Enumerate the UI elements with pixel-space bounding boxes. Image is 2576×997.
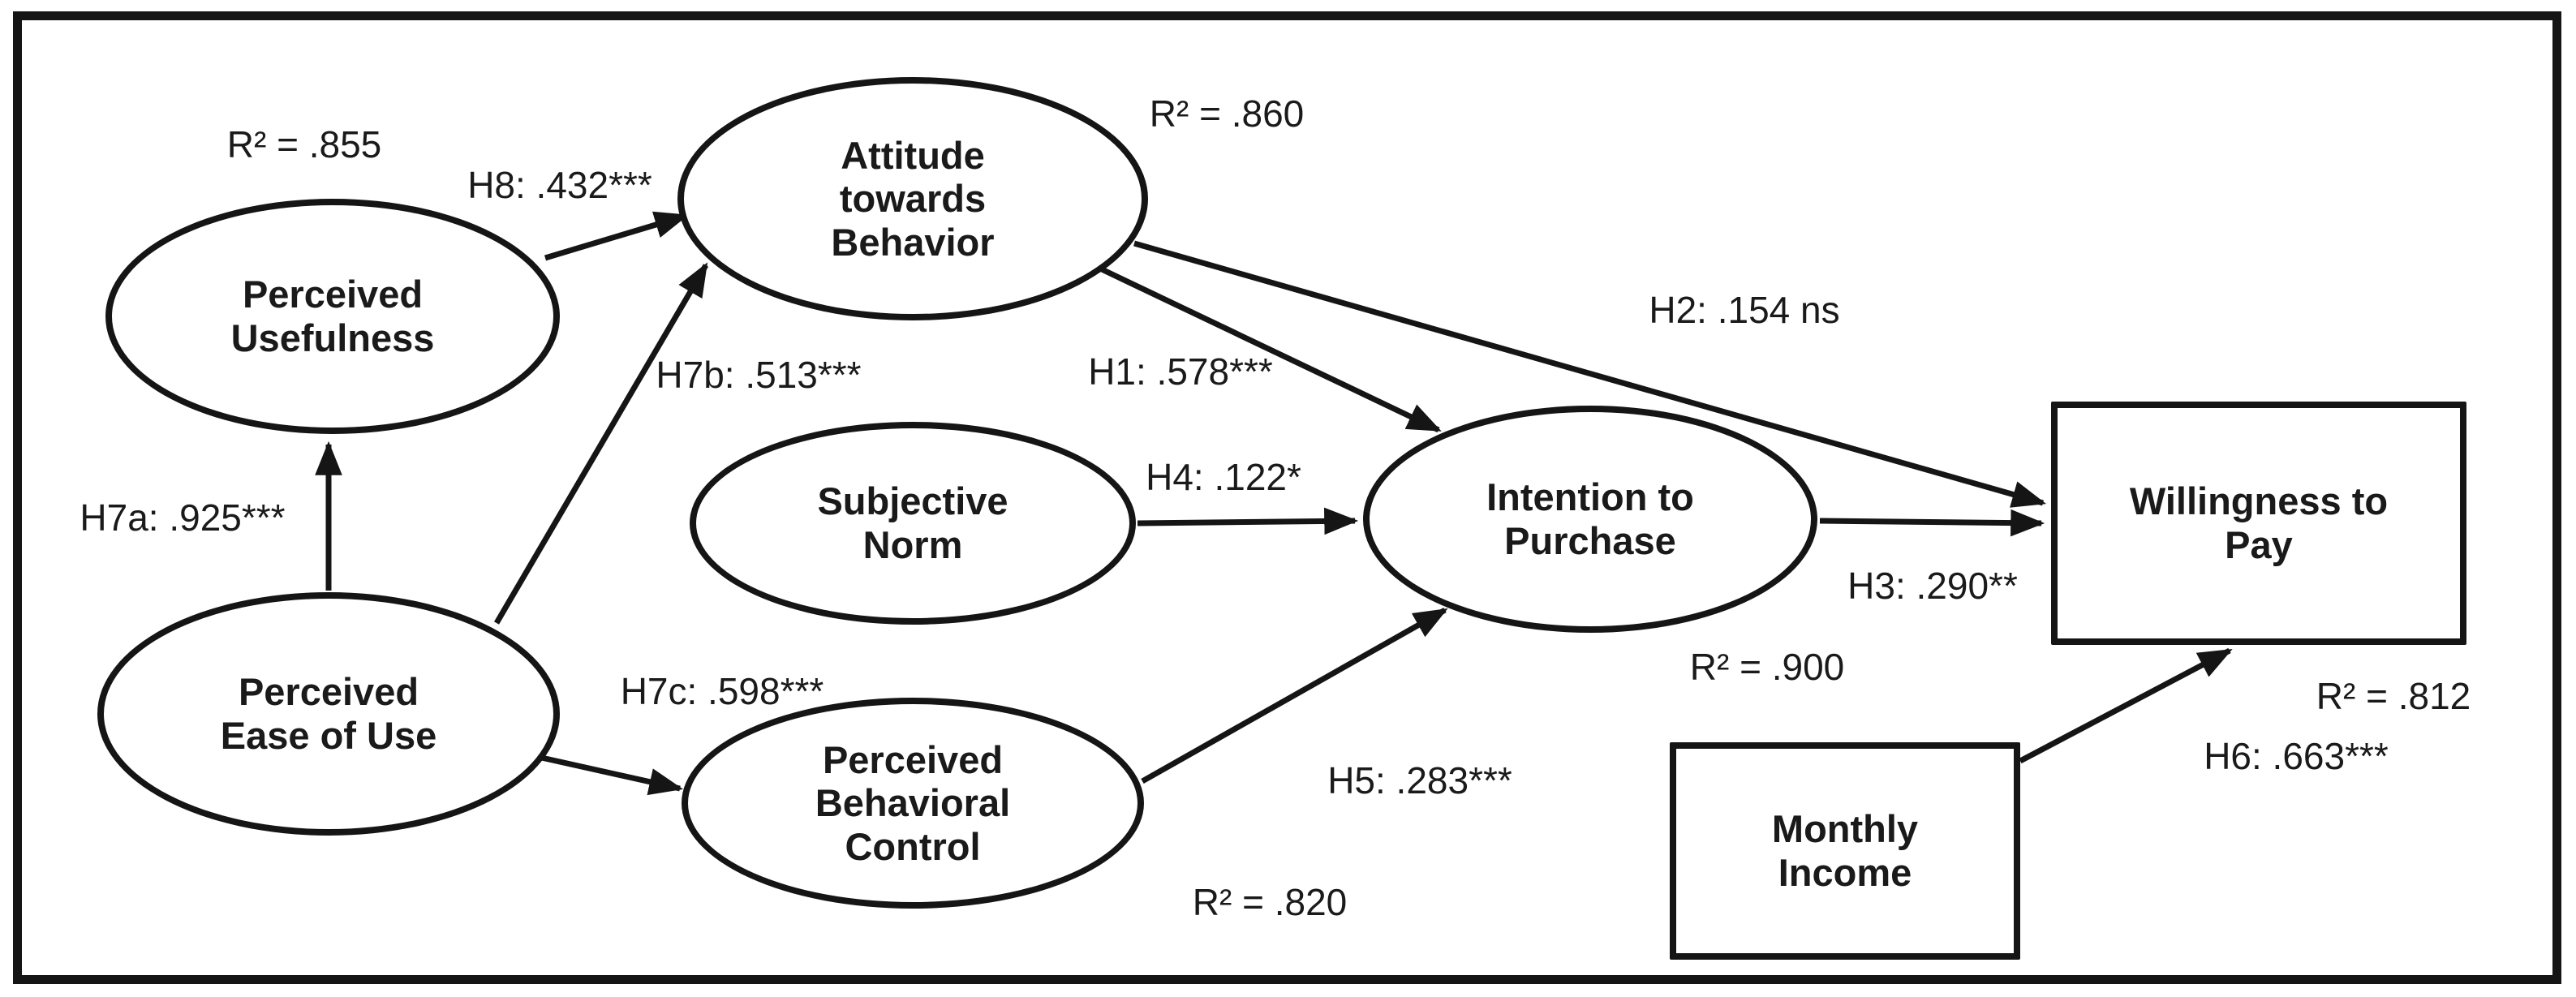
path-h7c-arrow — [537, 754, 684, 796]
node-attitude-towards-behavior: Attitude towards Behavior — [677, 77, 1148, 320]
r2-perceived-usefulness: R² = .855 — [226, 123, 382, 165]
node-perceived-usefulness: Perceived Usefulness — [105, 199, 560, 434]
path-label-h7c: H7c: .598*** — [620, 670, 824, 712]
path-h4-arrow — [1137, 507, 1359, 535]
node-perceived-behavioral-control: Perceived Behavioral Control — [682, 698, 1144, 909]
node-label-behavioral-control: Perceived Behavioral Control — [815, 737, 1011, 868]
node-willingness-to-pay: Willingness to Pay — [2051, 402, 2466, 645]
path-label-h7a: H7a: .925*** — [80, 496, 286, 539]
node-subjective-norm: Subjective Norm — [690, 422, 1136, 625]
node-label-subjective-norm: Subjective Norm — [817, 479, 1008, 566]
node-label-perceived-usefulness: Perceived Usefulness — [230, 273, 435, 359]
path-h8-arrow — [544, 211, 690, 261]
path-h5-arrow — [1141, 607, 1448, 784]
r2-willingness: R² = .812 — [2316, 675, 2471, 717]
node-label-willingness: Willingness to Pay — [2129, 479, 2389, 566]
node-intention-to-purchase: Intention to Purchase — [1363, 406, 1817, 633]
path-label-h6: H6: .663*** — [2204, 735, 2389, 777]
path-h7b-arrow — [493, 262, 709, 625]
node-label-attitude: Attitude towards Behavior — [831, 133, 995, 264]
node-label-intention: Intention to Purchase — [1486, 475, 1694, 562]
node-monthly-income: Monthly Income — [1670, 742, 2020, 960]
path-label-h1: H1: .578*** — [1088, 350, 1273, 393]
path-label-h7b: H7b: .513*** — [656, 354, 862, 396]
path-label-h5: H5: .283*** — [1327, 759, 1512, 801]
path-label-h4: H4: .122* — [1146, 456, 1301, 498]
node-label-income: Monthly Income — [1771, 807, 1919, 894]
path-h2-arrow — [1133, 240, 2047, 508]
r2-attitude: R² = .860 — [1149, 92, 1305, 135]
path-h1-arrow — [1100, 266, 1442, 433]
path-h6-arrow — [2019, 647, 2233, 764]
path-label-h8: H8: .432*** — [467, 164, 652, 206]
path-label-h2: H2: .154 ns — [1649, 289, 1840, 331]
node-perceived-ease-of-use: Perceived Ease of Use — [97, 592, 560, 836]
r2-behavioral-control: R² = .820 — [1192, 881, 1348, 923]
r2-intention: R² = .900 — [1689, 646, 1845, 688]
path-label-h3: H3: .290** — [1847, 565, 2018, 607]
node-label-ease-of-use: Perceived Ease of Use — [220, 670, 437, 757]
diagram-border — [13, 11, 2561, 984]
path-h3-arrow — [1819, 509, 2045, 537]
